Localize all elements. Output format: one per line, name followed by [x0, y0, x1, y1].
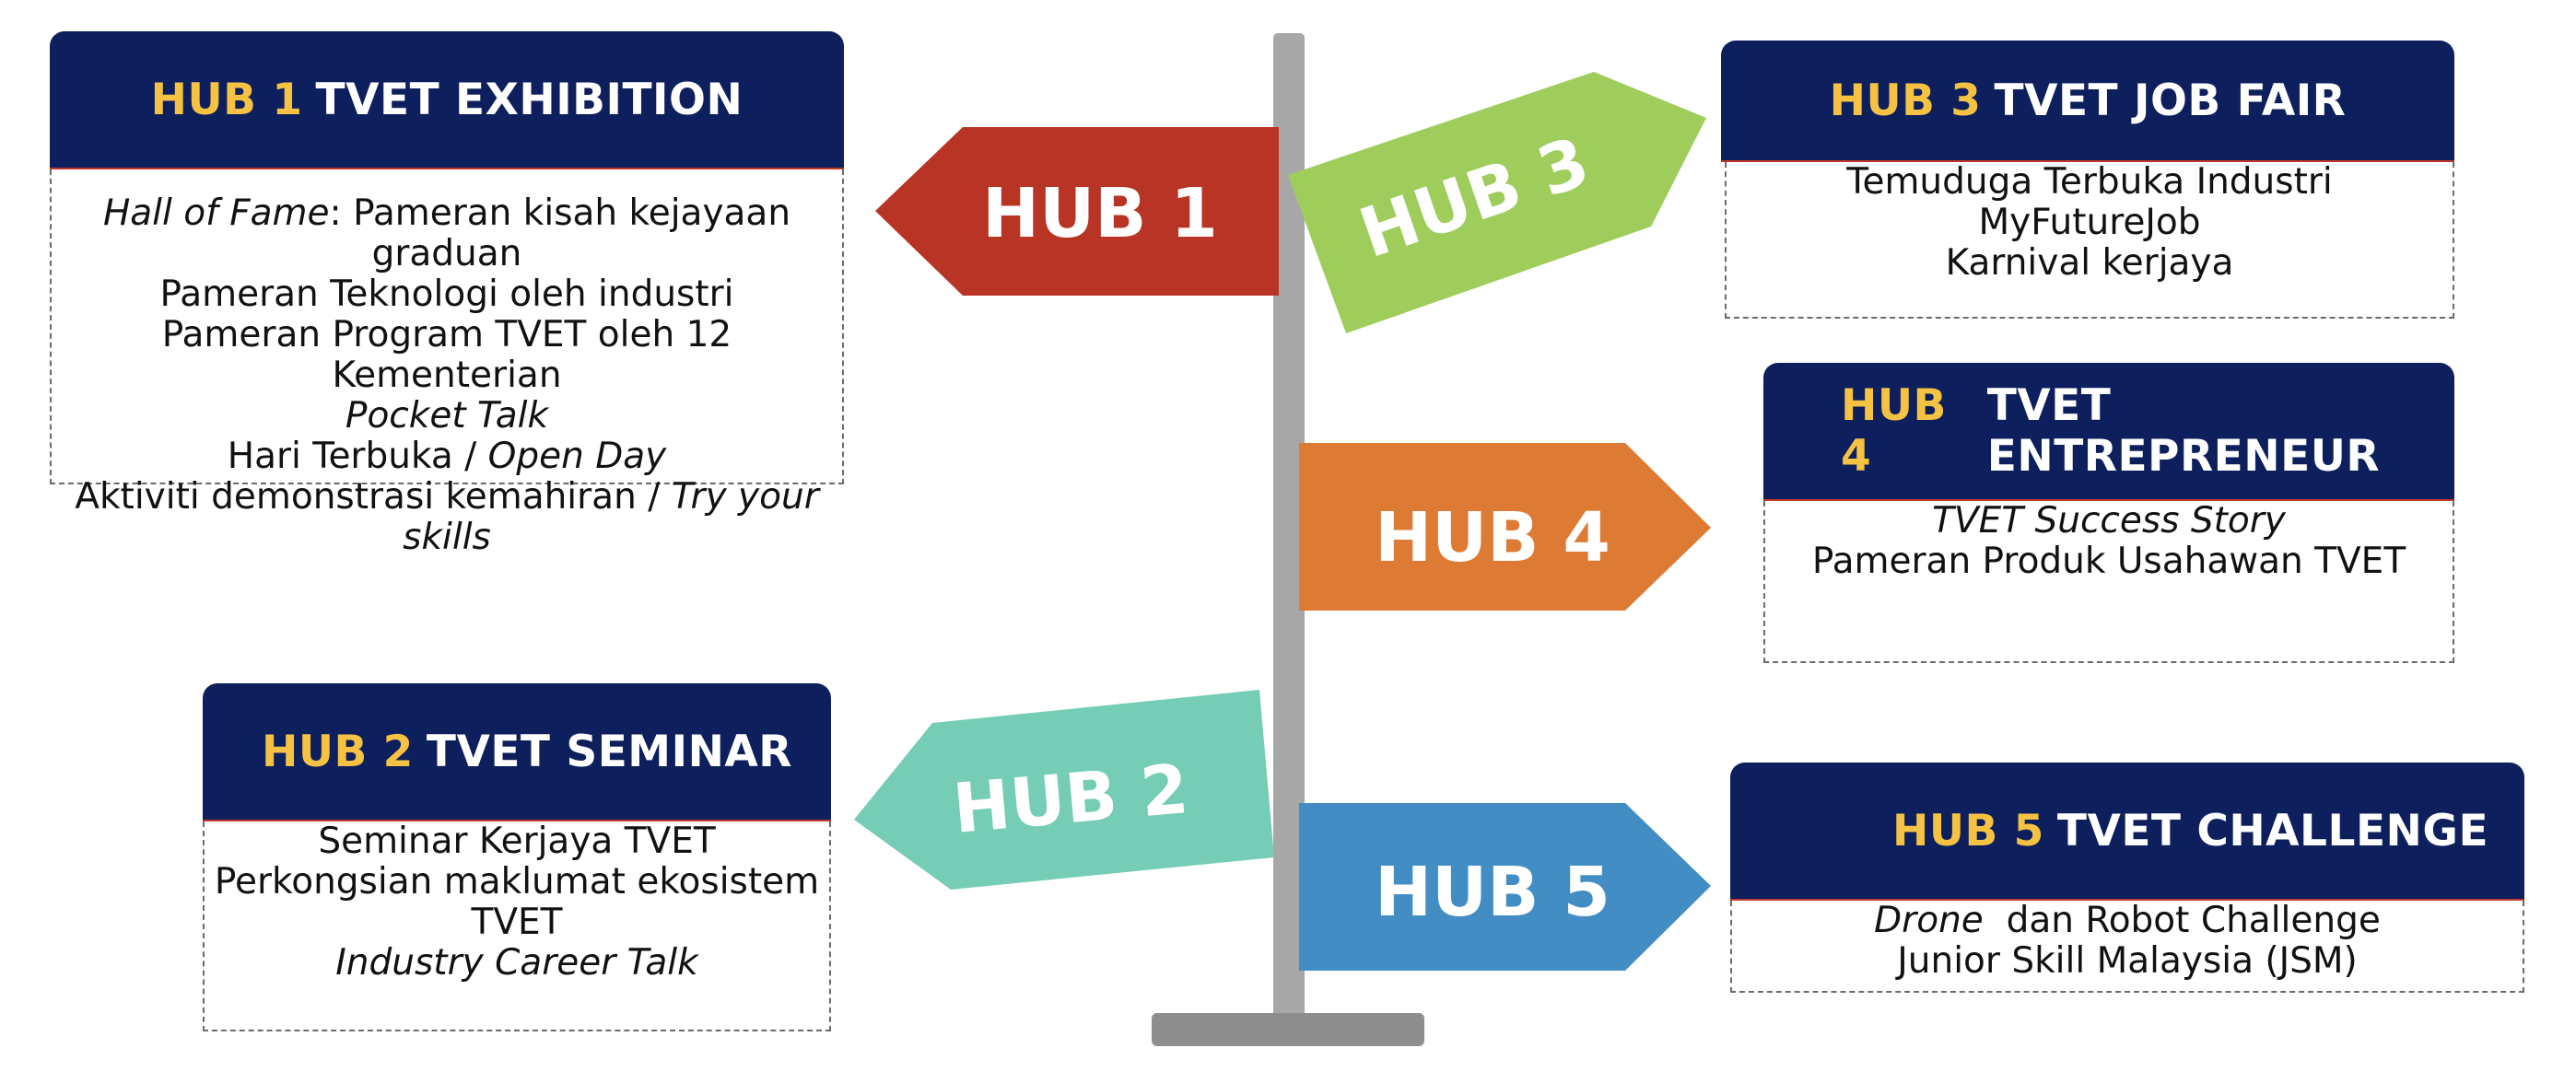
hub2-item: Industry Career Talk	[335, 942, 698, 984]
hub2-item: Perkongsian maklumat ekosistem	[214, 861, 820, 902]
hub1-item: Pameran Program TVET oleh 12 Kementerian	[161, 314, 732, 396]
hub3-card-body: Temuduga Terbuka Industri MyFutureJob Ka…	[1725, 162, 2454, 319]
hub4-card-body: TVET Success Story Pameran Produk Usahaw…	[1763, 501, 2454, 663]
hub5-card-title: TVET CHALLENGE	[2056, 805, 2489, 856]
hub4-card: HUB 4 TVET ENTREPRENEUR TVET Success Sto…	[1763, 363, 2454, 663]
hub1-arrow	[875, 127, 1279, 296]
hub2-card-number: HUB 2	[262, 726, 414, 777]
hub1-card: HUB 1 TVET EXHIBITION Hall of Fame: Pame…	[50, 31, 844, 558]
hub2-card-title: TVET SEMINAR	[426, 726, 792, 777]
hub2-card-header: HUB 2 TVET SEMINAR	[203, 683, 831, 821]
hub2-item: TVET	[471, 902, 563, 943]
hub3-card: HUB 3 TVET JOB FAIR Temuduga Terbuka Ind…	[1721, 41, 2454, 319]
hub3-arrow	[1288, 72, 1706, 333]
hub1-item: Pameran Teknologi oleh industri	[159, 274, 734, 315]
hub3-item: Temuduga Terbuka Industri	[1846, 161, 2333, 203]
hub4-item: TVET Success Story	[1932, 500, 2286, 542]
hub5-card: HUB 5 TVET CHALLENGE Drone dan Robot Cha…	[1730, 763, 2524, 993]
hub2-card: HUB 2 TVET SEMINAR Seminar Kerjaya TVET …	[203, 683, 831, 1031]
hub2-card-body: Seminar Kerjaya TVET Perkongsian makluma…	[203, 821, 831, 1031]
signpost-pole	[1273, 33, 1305, 1030]
hub1-item: Aktiviti demonstrasi kemahiran / Try you…	[75, 476, 819, 558]
hub4-arrow	[1299, 443, 1711, 611]
hub5-arrow	[1299, 803, 1711, 971]
hub5-item: Junior Skill Malaysia (JSM)	[1897, 940, 2358, 982]
hub1-item: Pocket Talk	[345, 395, 549, 437]
hub1-arrow-label: HUB 1	[982, 174, 1218, 253]
hub3-card-header: HUB 3 TVET JOB FAIR	[1721, 41, 2454, 162]
hub1-card-body: Hall of Fame: Pameran kisah kejayaan gra…	[50, 169, 844, 558]
hub3-card-number: HUB 3	[1829, 75, 1982, 126]
hub1-card-header: HUB 1 TVET EXHIBITION	[50, 31, 844, 169]
hub3-item: Karnival kerjaya	[1945, 242, 2234, 284]
hub5-card-number: HUB 5	[1892, 805, 2044, 856]
hub1-item: graduan	[371, 233, 522, 274]
hub5-card-header: HUB 5 TVET CHALLENGE	[1730, 763, 2524, 901]
hub4-card-number: HUB 4	[1841, 380, 1947, 482]
hub3-card-title: TVET JOB FAIR	[1994, 75, 2347, 126]
hub1-card-title: TVET EXHIBITION	[315, 74, 744, 125]
hub4-card-title: TVET ENTREPRENEUR	[1986, 380, 2381, 482]
hub4-arrow-label: HUB 4	[1375, 498, 1610, 577]
signpost-base	[1152, 1013, 1424, 1046]
hub5-arrow-label: HUB 5	[1375, 853, 1610, 932]
hub2-item: Seminar Kerjaya TVET	[318, 821, 716, 862]
hub4-item: Pameran Produk Usahawan TVET	[1811, 541, 2406, 582]
hub2-arrow	[854, 690, 1274, 890]
hub1-item: Hari Terbuka / Open Day	[227, 436, 667, 477]
hub5-card-body: Drone dan Robot Challenge Junior Skill M…	[1730, 901, 2524, 993]
hub1-item: Hall of Fame: Pameran kisah kejayaan	[102, 192, 791, 234]
hub4-card-header: HUB 4 TVET ENTREPRENEUR	[1763, 363, 2454, 501]
hub3-item: MyFutureJob	[1978, 202, 2201, 243]
hub5-item: Drone dan Robot Challenge	[1874, 900, 2381, 941]
hub1-card-number: HUB 1	[150, 74, 303, 125]
